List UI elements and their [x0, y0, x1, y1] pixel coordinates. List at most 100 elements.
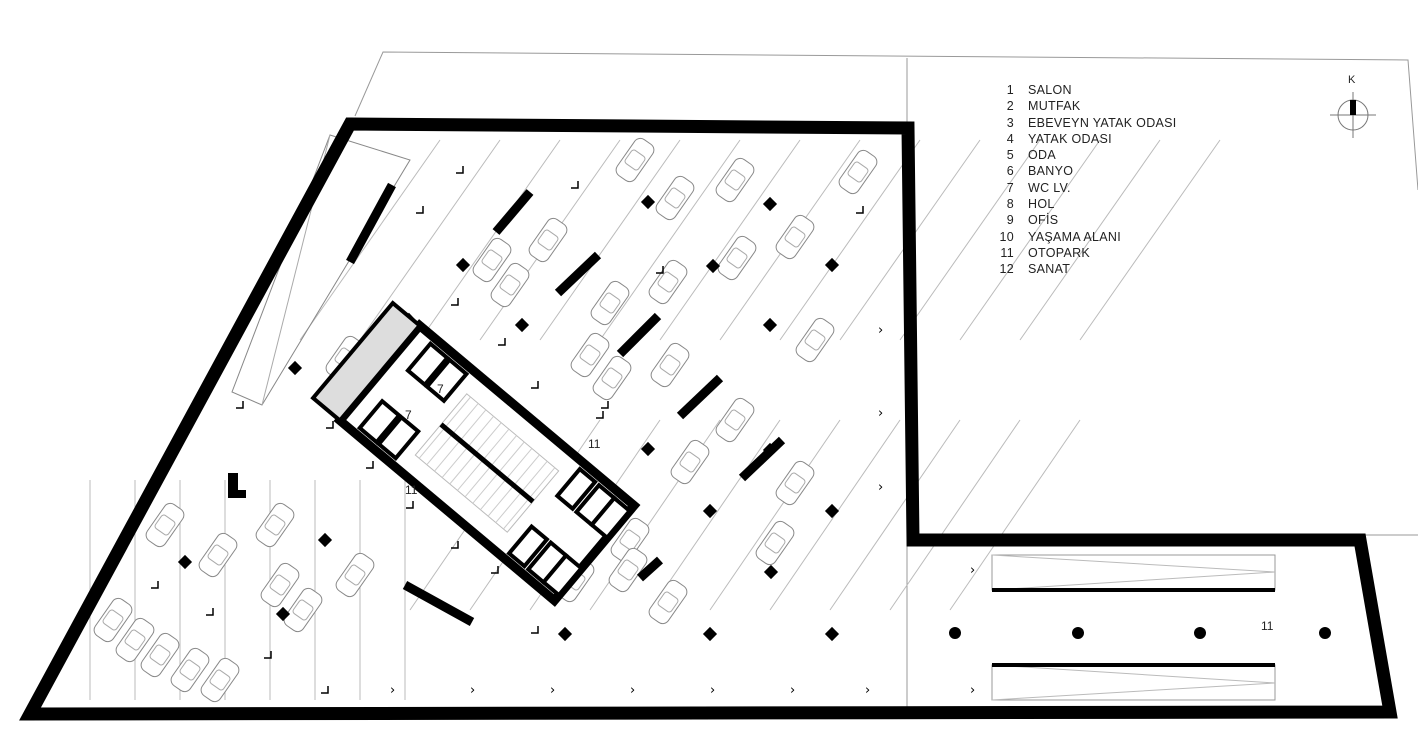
direction-arrow-icon: ›: [970, 683, 975, 698]
legend-label: YAŞAMA ALANI: [1028, 229, 1121, 244]
direction-arrows: ››››››››››››: [151, 166, 975, 698]
corner-mark: [656, 266, 664, 274]
storage-cell: [424, 356, 470, 404]
column: [702, 503, 718, 519]
legend-label: SALON: [1028, 83, 1072, 97]
interior-walls: [228, 182, 786, 626]
car-icon: [255, 502, 295, 548]
direction-arrow-icon: ›: [470, 683, 475, 698]
wall-segment: [492, 189, 534, 235]
corner-mark: [531, 381, 539, 389]
car-icon: [145, 502, 185, 548]
corner-mark: [264, 651, 272, 659]
car-icon: [200, 657, 240, 703]
round-columns: [949, 627, 1331, 639]
legend-number: 9: [1006, 213, 1014, 228]
legend-label: SANAT: [1028, 262, 1071, 277]
car-icon: [615, 137, 655, 183]
car-icon: [608, 547, 648, 593]
legend-label: YATAK ODASI: [1028, 131, 1112, 146]
car-icon: [775, 460, 815, 506]
corner-mark: [326, 421, 334, 429]
car-icon: [715, 397, 755, 443]
column: [824, 626, 840, 642]
stall-line: [899, 139, 1041, 341]
car-icon: [650, 342, 690, 388]
corner-mark: [491, 566, 499, 574]
legend-label: OFİS: [1028, 213, 1059, 228]
wall-segment: [616, 312, 662, 358]
storage-cell: [588, 495, 633, 541]
car-icon: [472, 237, 512, 283]
building-core: [310, 300, 641, 607]
room-label-parking: 11: [1261, 619, 1274, 633]
ramp-lane-bottom: [991, 664, 1276, 701]
column: [763, 564, 779, 580]
legend-label: WC LV.: [1028, 180, 1071, 195]
car-icon: [592, 355, 632, 401]
direction-arrow-icon: ›: [630, 683, 635, 698]
column: [177, 554, 193, 570]
column: [640, 441, 656, 457]
storage-cell: [540, 552, 585, 598]
legend-item: 9 OFİS: [990, 212, 1177, 228]
corner-mark: [151, 581, 159, 589]
legend-number: 11: [1000, 245, 1014, 260]
column: [762, 442, 778, 458]
legend-number: 4: [1006, 131, 1014, 146]
column: [514, 317, 530, 333]
car-icon: [648, 579, 688, 625]
column: [824, 257, 840, 273]
room-label-parking: 11: [588, 437, 601, 451]
car-icon: [283, 587, 323, 633]
stall-line: [419, 139, 561, 341]
wall-segment: [554, 251, 602, 297]
corner-mark: [416, 206, 424, 214]
car-icon: [93, 597, 133, 643]
column: [762, 196, 778, 212]
wall-segment: [738, 436, 786, 482]
wall-segment: [402, 581, 475, 626]
car-icon: [838, 149, 878, 195]
site-outline: [354, 51, 1418, 191]
car-icon: [198, 532, 238, 578]
legend-number: 2: [1006, 99, 1014, 114]
direction-arrow-icon: ›: [790, 683, 795, 698]
column: [287, 360, 303, 376]
corner-mark: [856, 206, 864, 214]
storage-cell: [376, 414, 422, 462]
car-icon: [140, 632, 180, 678]
stall-line: [889, 419, 1021, 611]
stall-line: [299, 139, 441, 341]
legend-item: 4 YATAK ODASI: [990, 131, 1177, 147]
legend-label: HOL: [1028, 197, 1055, 212]
wall-segment: [228, 473, 246, 498]
stall-line: [649, 419, 781, 611]
corner-mark: [601, 401, 609, 409]
corner-mark: [451, 541, 459, 549]
car-icon: [775, 214, 815, 260]
legend-label: EBEVEYN YATAK ODASI: [1028, 115, 1177, 130]
legend-item: 12 SANAT: [990, 261, 1177, 277]
corner-mark: [321, 686, 329, 694]
direction-arrow-icon: ›: [878, 323, 883, 338]
column: [762, 317, 778, 333]
compass-label: K: [1348, 74, 1356, 86]
car-icon: [170, 647, 210, 693]
corner-mark: [596, 411, 604, 419]
corner-mark: [451, 298, 459, 306]
exterior-wall: [19, 117, 1398, 721]
car-icon: [717, 235, 757, 281]
wall-segment: [636, 556, 664, 582]
direction-arrow-icon: ›: [878, 480, 883, 495]
ramp-lane-top: [991, 554, 1276, 591]
corner-mark: [571, 181, 579, 189]
legend-number: 12: [999, 262, 1014, 277]
direction-arrow-icon: ›: [710, 683, 715, 698]
car-icon: [655, 175, 695, 221]
stall-line: [949, 419, 1081, 611]
